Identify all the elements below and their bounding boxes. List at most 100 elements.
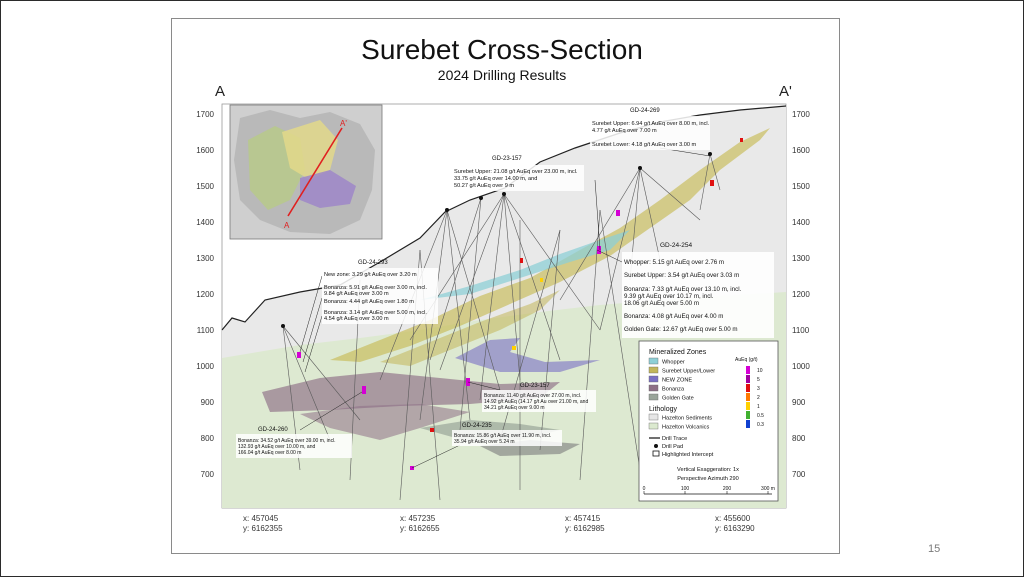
callout-line: Bonanza: 7.33 g/t AuEq over 13.10 m, inc…	[624, 286, 742, 293]
legend-drill-pad: Drill Pad	[662, 444, 683, 450]
hole-id: GD-24-260	[258, 427, 288, 433]
elevation-left-1100: 1100	[197, 326, 215, 335]
scale-tick-label: 0	[643, 486, 646, 492]
coordinate-labels: x: 457045 y: 6162355 x: 457235 y: 616265…	[243, 514, 755, 533]
elevation-left-1700: 1700	[196, 110, 214, 119]
legend-lithology-title: Lithology	[649, 406, 678, 413]
legend-swatch-surebet	[648, 366, 659, 374]
callout-bg	[590, 116, 710, 150]
callout-line: 9.39 g/t AuEq over 10.17 m, incl.	[624, 293, 714, 300]
coord-x-2: x: 457235	[400, 514, 436, 523]
hole-id: GD-23-157	[492, 156, 522, 162]
figure-title: Surebet Cross-Section	[361, 34, 643, 65]
callout-line: Bonanza: 4.08 g/t AuEq over 4.00 m	[624, 313, 723, 320]
aueq-label: 5	[757, 377, 760, 383]
callout-gd-24-293: GD-24-293 New zone: 3.29 g/t AuEq over 3…	[322, 260, 438, 324]
inset-yellow-zone	[282, 120, 338, 180]
callout-line: Bonanza: 4.44 g/t AuEq over 1.80 m	[324, 299, 414, 305]
callout-gd-24-254: GD-24-254 Whopper: 5.15 g/t AuEq over 2.…	[622, 242, 774, 338]
callout-line: Golden Gate: 12.67 g/t AuEq over 5.00 m	[624, 326, 738, 333]
legend-zone-label: Whopper	[662, 360, 685, 366]
callout-line: Whopper: 5.15 g/t AuEq over 2.76 m	[624, 259, 724, 266]
callout-line: 4.77 g/t AuEq over 7.00 m	[592, 128, 657, 134]
callout-gd-24-235: GD-24-235 Bonanza: 15.86 g/t AuEq over 1…	[452, 423, 562, 446]
hole-id: GD-24-293	[358, 260, 388, 266]
inset-purple-zone	[300, 170, 356, 208]
elevation-right-1400: 1400	[792, 218, 810, 227]
legend-swatch-new-zone	[648, 375, 659, 383]
coord-x-1: x: 457045	[243, 514, 279, 523]
inset-section-line	[287, 127, 343, 217]
surebet-lower-zone	[380, 290, 560, 366]
scale-tick-label: 100	[681, 486, 690, 492]
legend-lithology-label: Hazelton Volcanics	[662, 425, 709, 431]
legend-zone-label: Bonanza	[662, 387, 685, 393]
callout-line: Surebet Lower: 4.18 g/t AuEq over 3.00 m	[592, 142, 697, 148]
callout-bg	[452, 165, 584, 191]
hole-id: GD-24-235	[462, 423, 492, 429]
elevation-right-800: 800	[792, 434, 806, 443]
legend-swatch-volcanics	[648, 422, 659, 430]
aueq-swatch-0-3	[746, 420, 750, 428]
elevation-left-1000: 1000	[196, 362, 214, 371]
aueq-swatch-3	[746, 384, 750, 392]
elevation-left-1200: 1200	[196, 290, 214, 299]
elevation-right-700: 700	[792, 470, 806, 479]
hole-id: GD-23-157	[520, 383, 550, 389]
coord-x-4: x: 455600	[715, 514, 751, 523]
legend-vertical-exaggeration: Vertical Exaggeration: 1x	[677, 467, 739, 473]
callout-line: 132.93 g/t AuEq over 10.00 m, and	[238, 444, 315, 450]
drill-pad-symbol	[654, 444, 658, 448]
callout-gd-24-260: GD-24-260 Bonanza: 34.52 g/t AuEq over 3…	[236, 427, 352, 458]
legend-frame	[638, 340, 779, 502]
aueq-swatch-5	[746, 375, 750, 383]
elevation-left-1600: 1600	[196, 146, 214, 155]
bonanza-zone-lower	[300, 404, 470, 440]
callout-gd-23-157-lower: GD-23-157 Bonanza: 11.40 g/t AuEq over 2…	[482, 383, 596, 412]
aueq-swatch-1	[746, 402, 750, 410]
drill-pads	[281, 152, 712, 328]
legend: Mineralized Zones Whopper Surebet Upper/…	[638, 340, 779, 502]
whopper-zone	[420, 230, 630, 300]
aueq-label: 1	[757, 404, 760, 410]
callout-line: 35.94 g/t AuEq over 5.24 m	[454, 439, 515, 445]
elevation-left-1300: 1300	[196, 254, 214, 263]
elevation-right-1000: 1000	[792, 362, 810, 371]
section-label-left: A	[215, 83, 225, 100]
callout-bg	[452, 430, 562, 446]
callout-line: Bonanza: 5.91 g/t AuEq over 3.00 m, incl…	[324, 285, 427, 291]
aueq-label: 0.3	[757, 422, 764, 428]
callout-line: 14.92 g/t AuEq (14.17 g/t Au over 21.00 …	[484, 399, 588, 405]
aueq-label: 10	[757, 368, 763, 374]
callout-line: Bonanza: 34.52 g/t AuEq over 39.00 m, in…	[238, 438, 336, 444]
callout-line: 166.04 g/t AuEq over 8.00 m	[238, 450, 301, 456]
elevation-left-800: 800	[201, 434, 215, 443]
callout-bg	[482, 390, 596, 412]
callout-line: 18.06 g/t AuEq over 5.00 m	[624, 300, 699, 307]
scale-bar: 0 100 200 300 m	[643, 486, 775, 495]
elevation-left-1400: 1400	[196, 218, 214, 227]
elevation-right-1600: 1600	[792, 146, 810, 155]
aueq-swatch-10	[746, 366, 750, 374]
legend-zone-label: NEW ZONE	[662, 378, 692, 384]
callout-line: 9.84 g/t AuEq over 3.00 m	[324, 291, 389, 297]
callout-line: Surebet Upper: 6.94 g/t AuEq over 8.00 m…	[592, 121, 710, 127]
slide-number: 15	[928, 543, 941, 555]
callout-bg	[236, 434, 352, 458]
elevation-right-1700: 1700	[792, 110, 810, 119]
aueq-label: 0.5	[757, 413, 764, 419]
legend-swatch-sediments	[648, 413, 659, 421]
legend-highlighted-intercept: Highlighted Intercept	[662, 452, 714, 458]
coord-y-3: y: 6162985	[565, 524, 605, 533]
aueq-swatch-2	[746, 393, 750, 401]
legend-lithology-label: Hazelton Sediments	[662, 416, 712, 422]
legend-aueq-title: AuEq (g/t)	[735, 357, 758, 363]
callout-line: 50.27 g/t AuEq over 9 m	[454, 183, 514, 189]
inset-map: A A'	[229, 104, 383, 240]
elevation-right-1200: 1200	[792, 290, 810, 299]
inset-marker-end: A'	[340, 119, 347, 128]
callout-leaders	[299, 147, 711, 469]
aueq-swatch-0-5	[746, 411, 750, 419]
